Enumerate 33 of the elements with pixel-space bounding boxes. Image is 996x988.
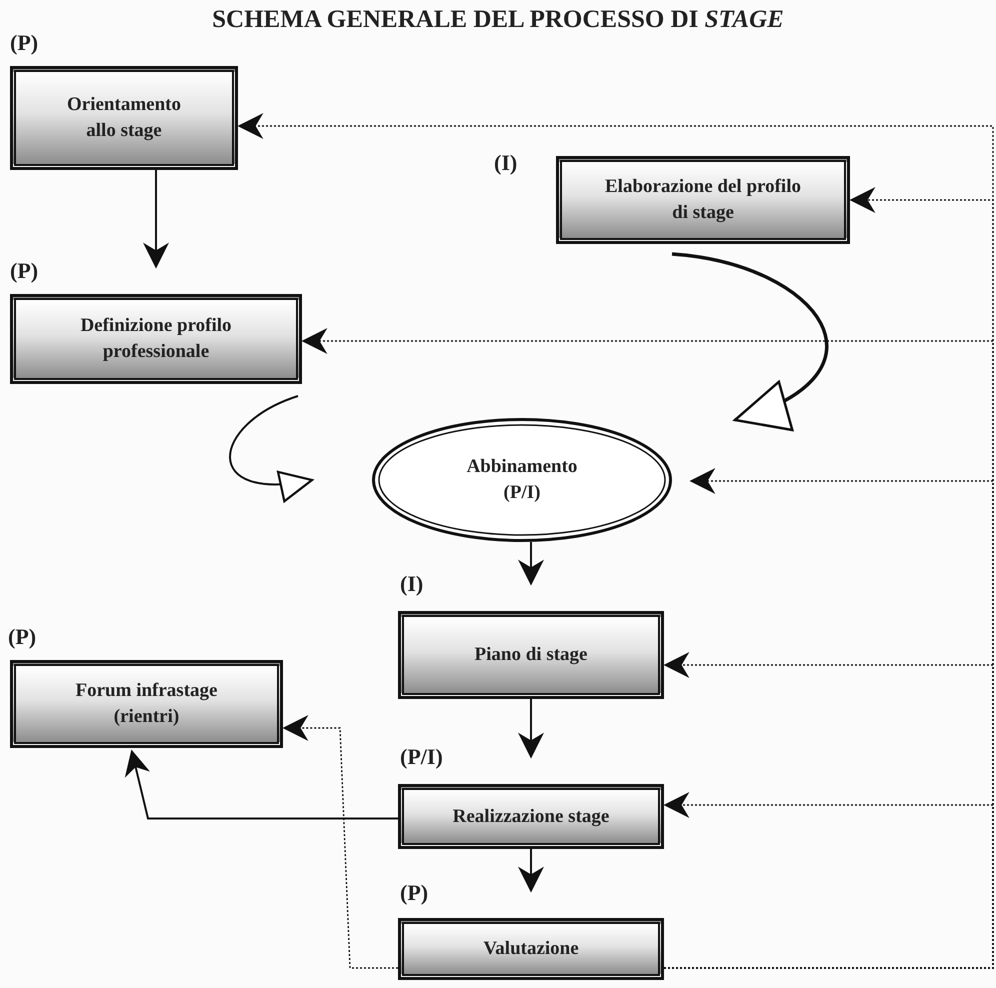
node-label: (P/I) (504, 481, 540, 505)
curved-arrow (229, 395, 314, 501)
process-box (10, 660, 283, 748)
role-label: (P) (8, 624, 36, 650)
arrow (518, 699, 544, 759)
process-box (556, 156, 850, 244)
role-label: (P) (10, 30, 38, 56)
arrow (143, 170, 169, 269)
node-label: Orientamento allo stage (66, 93, 182, 143)
process-box (398, 611, 664, 699)
node-label: Forum infrastage (rientri) (74, 679, 218, 729)
node-label: Abbinamento (466, 455, 578, 480)
node-label: Realizzazione stage (452, 804, 610, 829)
node-label: Definizione profilo professionale (79, 314, 233, 364)
process-box (398, 784, 664, 849)
role-label: (P/I) (400, 744, 443, 770)
role-label: (P) (400, 880, 428, 906)
node-label: Piano di stage (474, 643, 588, 668)
process-box (10, 294, 302, 384)
role-label: (P) (10, 258, 38, 284)
dotted-arrow (282, 715, 398, 969)
process-box (10, 66, 238, 170)
role-label: (I) (494, 150, 518, 176)
diagram-title: SCHEMA GENERALE DEL PROCESSO DI STAGE (211, 6, 785, 34)
node-label: Valutazione (483, 937, 579, 962)
node-label: Elaborazione del profilo di stage (604, 175, 802, 225)
dotted-arrow (663, 792, 994, 969)
arrow (518, 542, 544, 586)
arrow (124, 749, 398, 820)
role-label: (I) (400, 571, 424, 597)
arrow (518, 849, 544, 893)
process-box (398, 918, 664, 980)
process-ellipse (372, 418, 672, 542)
